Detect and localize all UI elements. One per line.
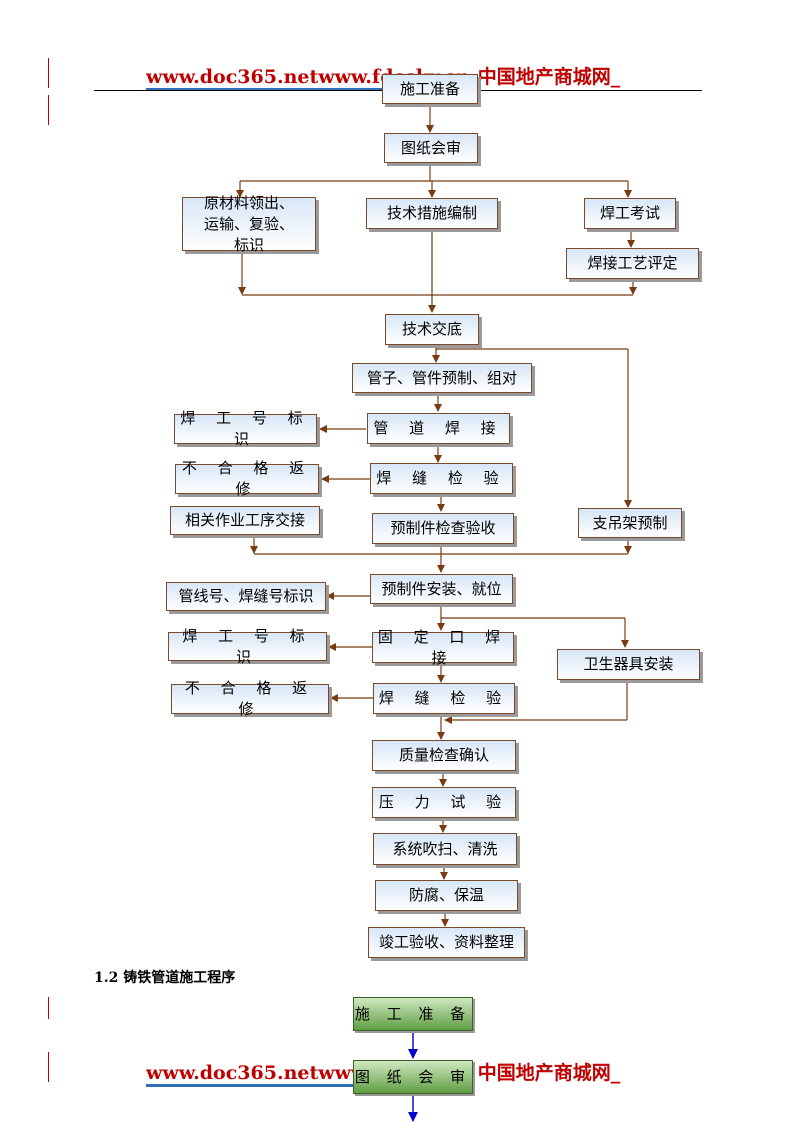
node-pipe-welding: 管 道 焊 接 [367,413,510,444]
node-drawing-review: 图纸会审 [384,133,478,163]
node-cast-iron-drawing-review: 图 纸 会 审 [353,1060,473,1094]
node-flush-clean: 系统吹扫、清洗 [373,833,517,865]
node-weld-inspect-1: 焊 缝 检 验 [370,463,513,494]
node-welder-exam: 焊工考试 [584,198,676,229]
margin-tick-4 [48,1052,49,1082]
margin-tick-2 [48,95,49,125]
node-weld-process-eval: 焊接工艺评定 [566,248,699,279]
watermark-site: 中国地产商城网 [477,66,611,88]
node-weld-inspect-2: 焊 缝 检 验 [373,683,515,714]
node-fixed-joint-weld: 固 定 口 焊 接 [372,628,514,667]
node-related-handover: 相关作业工序交接 [170,506,320,535]
node-tech-briefing: 技术交底 [385,314,479,345]
node-welder-id-2: 焊 工 号 标 识 [168,627,327,666]
node-support-prefab: 支吊架预制 [578,508,682,538]
node-pressure-test: 压 力 试 验 [372,787,516,818]
node-welder-id-1: 焊 工 号 标 识 [174,409,317,448]
node-rework-1: 不 合 格 返 修 [175,459,319,498]
margin-tick-3 [48,997,49,1019]
node-anticorrosion-insulation: 防腐、保温 [375,880,518,911]
node-prefab-install: 预制件安装、就位 [370,574,513,604]
node-cast-iron-prepare: 施 工 准 备 [353,997,473,1031]
node-prefab-check: 预制件检查验收 [372,513,514,544]
node-construction-prepare: 施工准备 [382,74,478,104]
node-completion-acceptance: 竣工验收、资料整理 [368,927,525,958]
node-rework-2: 不 合 格 返 修 [171,679,329,718]
node-quality-confirm: 质量检查确认 [372,740,516,771]
node-pipe-prefab: 管子、管件预制、组对 [352,363,532,393]
section-title-cast-iron: 1.2 铸铁管道施工程序 [94,970,236,986]
watermark-tail: _ [610,66,621,88]
node-line-weld-id: 管线号、焊缝号标识 [166,582,326,611]
watermark-tail-bottom: _ [610,1062,621,1084]
watermark-site-bottom: 中国地产商城网 [477,1062,611,1084]
margin-tick-1 [48,58,49,88]
node-sanitary-install: 卫生器具安装 [557,649,700,680]
node-material-handling: 原材料领出、运输、复验、标识 [182,194,316,254]
node-tech-measures: 技术措施编制 [366,198,498,229]
